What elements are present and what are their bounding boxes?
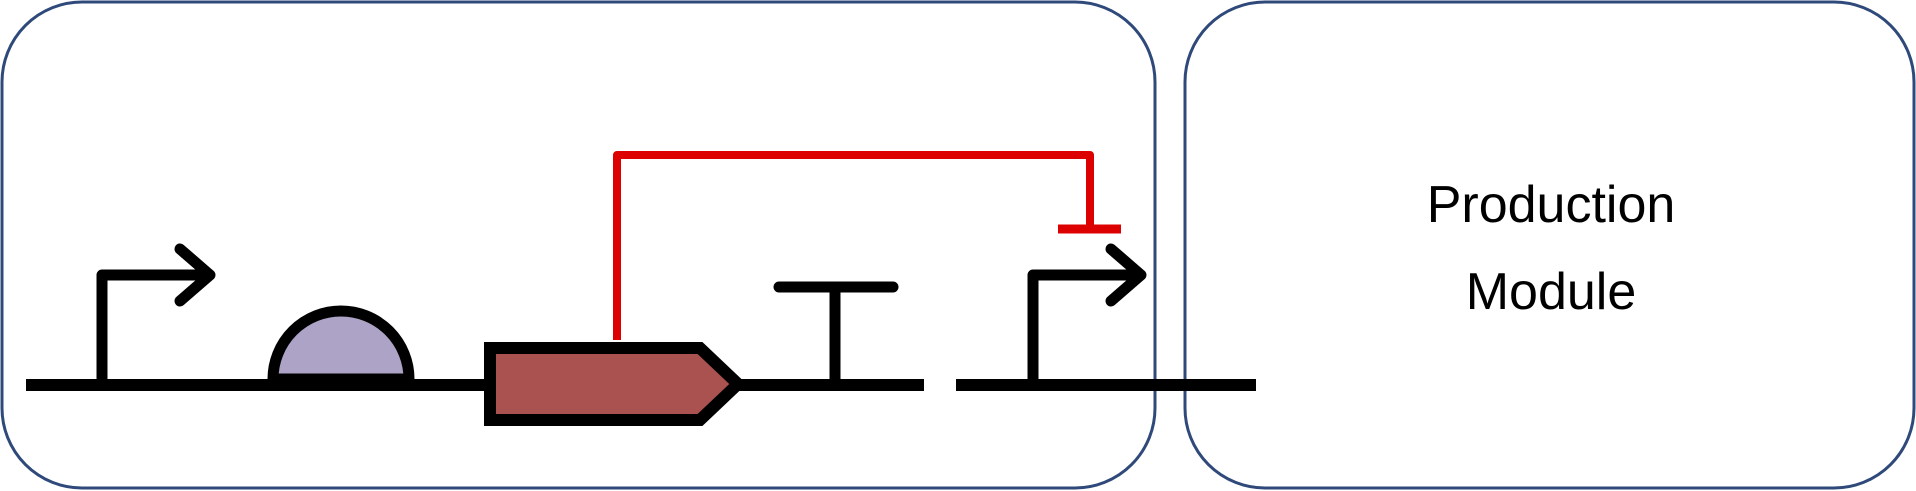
sensor-module-frame [0, 0, 1157, 490]
production-module-frame [1183, 0, 1916, 490]
cds-pentagon-icon [484, 342, 747, 426]
promoter-arrow-icon [96, 243, 216, 384]
promoter-arrow-icon [1027, 243, 1147, 384]
terminator-t-icon [773, 281, 899, 390]
repression-line [613, 151, 1094, 340]
production-module-label-line2: Module [1466, 263, 1637, 321]
rbs-semicircle-icon [267, 305, 415, 385]
production-module-label-line1: Production [1427, 176, 1676, 234]
